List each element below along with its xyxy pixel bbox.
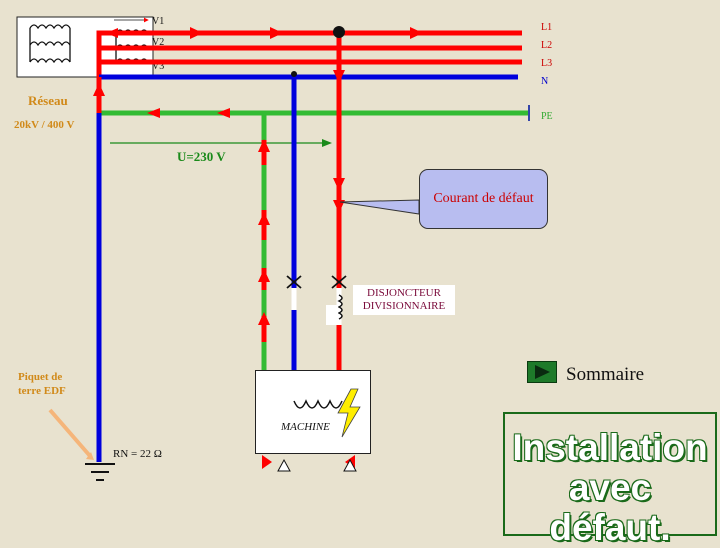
callout-pointer bbox=[339, 199, 420, 215]
voltage-label: 20kV / 400 V bbox=[14, 119, 75, 131]
breaker-label: DISJONCTEUR DIVISIONNAIRE bbox=[353, 285, 455, 315]
play-arrow-icon bbox=[535, 365, 550, 379]
machine-winding-icon bbox=[293, 388, 361, 438]
ground-label-line2: terre EDF bbox=[18, 385, 66, 397]
fault-current-text: Courant de défaut bbox=[433, 191, 534, 206]
ground-pointer bbox=[48, 408, 92, 458]
winding-v3-label: V3 bbox=[152, 61, 164, 72]
ground-resistance-label: RN = 22 Ω bbox=[113, 448, 162, 460]
machine-label: MACHINE bbox=[281, 421, 330, 433]
breaker-label-line1: DISJONCTEUR bbox=[367, 287, 441, 299]
ground-label-line1: Piquet de bbox=[18, 371, 63, 383]
fault-lightning-icon bbox=[337, 388, 361, 438]
breaker-label-line2: DIVISIONNAIRE bbox=[362, 300, 446, 312]
winding-v2-label: V2 bbox=[152, 37, 164, 48]
title-line1: Installation bbox=[512, 427, 708, 468]
label-n: N bbox=[541, 76, 549, 87]
current-arrows bbox=[93, 27, 423, 325]
winding-v1-label: V1 bbox=[152, 16, 164, 27]
slide-title: Installation avec défaut. bbox=[503, 412, 717, 548]
sommaire-link[interactable]: Sommaire bbox=[566, 364, 645, 385]
label-l1: L1 bbox=[541, 22, 553, 33]
label-pe: PE bbox=[541, 111, 553, 122]
fault-current-callout: Courant de défaut bbox=[419, 169, 548, 229]
measurement-label: U=230 V bbox=[177, 149, 226, 164]
network-label: Réseau bbox=[28, 93, 68, 108]
phase-junction bbox=[333, 26, 345, 38]
label-l3: L3 bbox=[541, 58, 553, 69]
ground-icon bbox=[85, 463, 115, 481]
sommaire-button[interactable] bbox=[527, 361, 557, 383]
label-l2: L2 bbox=[541, 40, 553, 51]
machine-box: MACHINE bbox=[255, 370, 371, 454]
title-line2: avec défaut. bbox=[549, 467, 671, 548]
